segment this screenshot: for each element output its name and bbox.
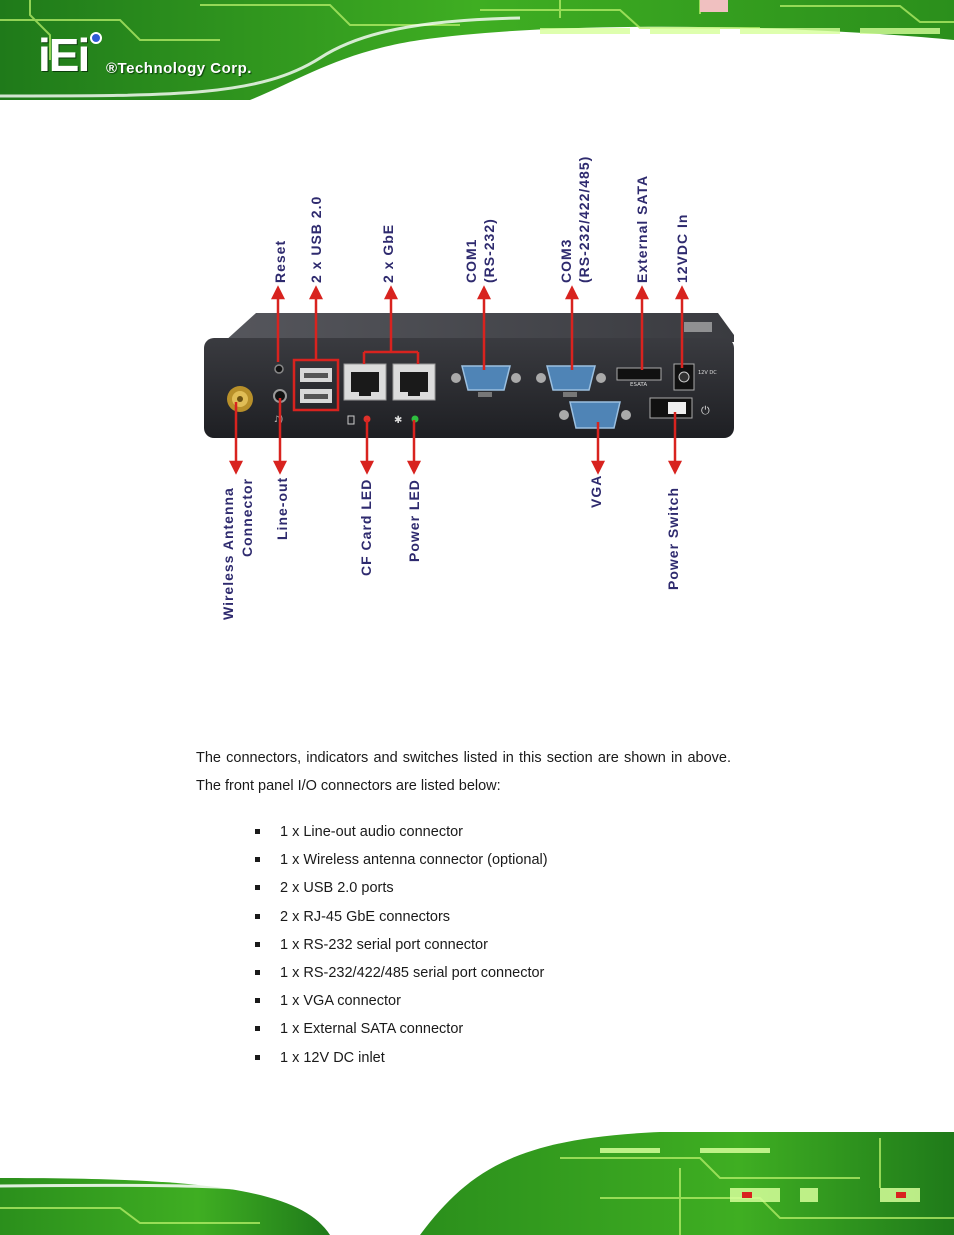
list-item: 1 x Line-out audio connector [252,818,732,846]
label-dc-in: 12VDC In [674,213,690,283]
page-footer [0,1128,954,1235]
vga-port [559,401,631,429]
svg-text:♪): ♪) [274,415,283,425]
intro-paragraph: The connectors, indicators and switches … [196,750,731,794]
dc-inlet: 12V DC [673,363,717,391]
esata-print: ESATA [630,382,647,388]
power-switch: ⏻ [649,397,710,419]
rj45-ports [343,363,436,401]
header-circuit-background [0,0,954,100]
svg-text:✱: ✱ [394,415,402,426]
com1-port [451,365,521,397]
label-com1-line2: (RS-232) [481,218,497,283]
page-header: iEi ®Technology Corp. [0,0,954,112]
company-logo: iEi ®Technology Corp. [38,30,298,80]
label-power-led: Power LED [406,479,422,562]
bullet-square-icon [255,1054,260,1060]
bullet-square-icon [255,998,260,1004]
bullet-square-icon [255,913,260,919]
label-cf-led: CF Card LED [358,478,374,576]
list-item: 1 x External SATA connector [252,1015,732,1043]
label-reset: Reset [272,239,288,283]
bullet-square-icon [255,969,260,975]
usb-ports [292,358,340,412]
label-antenna-line1: Wireless Antenna [220,487,236,620]
label-com1-line1: COM1 [463,238,479,283]
label-line-out: Line-out [274,476,290,540]
antenna-connector [227,386,253,412]
connector-list: 1 x Line-out audio connector 1 x Wireles… [252,818,732,1072]
chassis-top [224,313,734,342]
com3-port [536,365,606,397]
bullet-square-icon [255,1026,260,1032]
list-item: 1 x RS-232 serial port connector [252,931,732,959]
bullet-square-icon [255,885,260,891]
logo-text: ®Technology Corp. [106,60,252,77]
label-esata: External SATA [634,174,650,283]
reset-button [274,364,284,374]
front-panel-illustration: ♪) ✱ [204,285,734,475]
label-vga: VGA [588,474,604,508]
bullet-square-icon [255,829,260,834]
logo-mark: iEi [38,29,90,81]
label-usb: 2 x USB 2.0 [308,195,324,283]
label-power-switch: Power Switch [665,486,681,590]
esata-port: ESATA [616,367,662,388]
label-com3-line1: COM3 [558,238,574,283]
label-com3-line2: (RS-232/422/485) [576,155,592,283]
list-item: 2 x USB 2.0 ports [252,874,732,902]
svg-text:⏻: ⏻ [701,404,710,417]
footer-circuit-background [0,1132,954,1235]
list-item: 2 x RJ-45 GbE connectors [252,903,732,931]
bullet-square-icon [255,941,260,947]
label-antenna-line2: Connector [239,478,255,557]
dc-print: 12V DC [698,370,717,376]
list-item: 1 x 12V DC inlet [252,1044,732,1072]
bullet-square-icon [255,857,260,863]
label-gbe: 2 x GbE [380,223,396,283]
callout-arrows [228,285,690,475]
list-item: 1 x Wireless antenna connector (optional… [252,846,732,874]
front-panel-figure: ♪) ✱ [196,130,756,640]
list-item: 1 x VGA connector [252,987,732,1015]
list-item: 1 x RS-232/422/485 serial port connector [252,959,732,987]
logo-dot-icon [90,32,102,44]
